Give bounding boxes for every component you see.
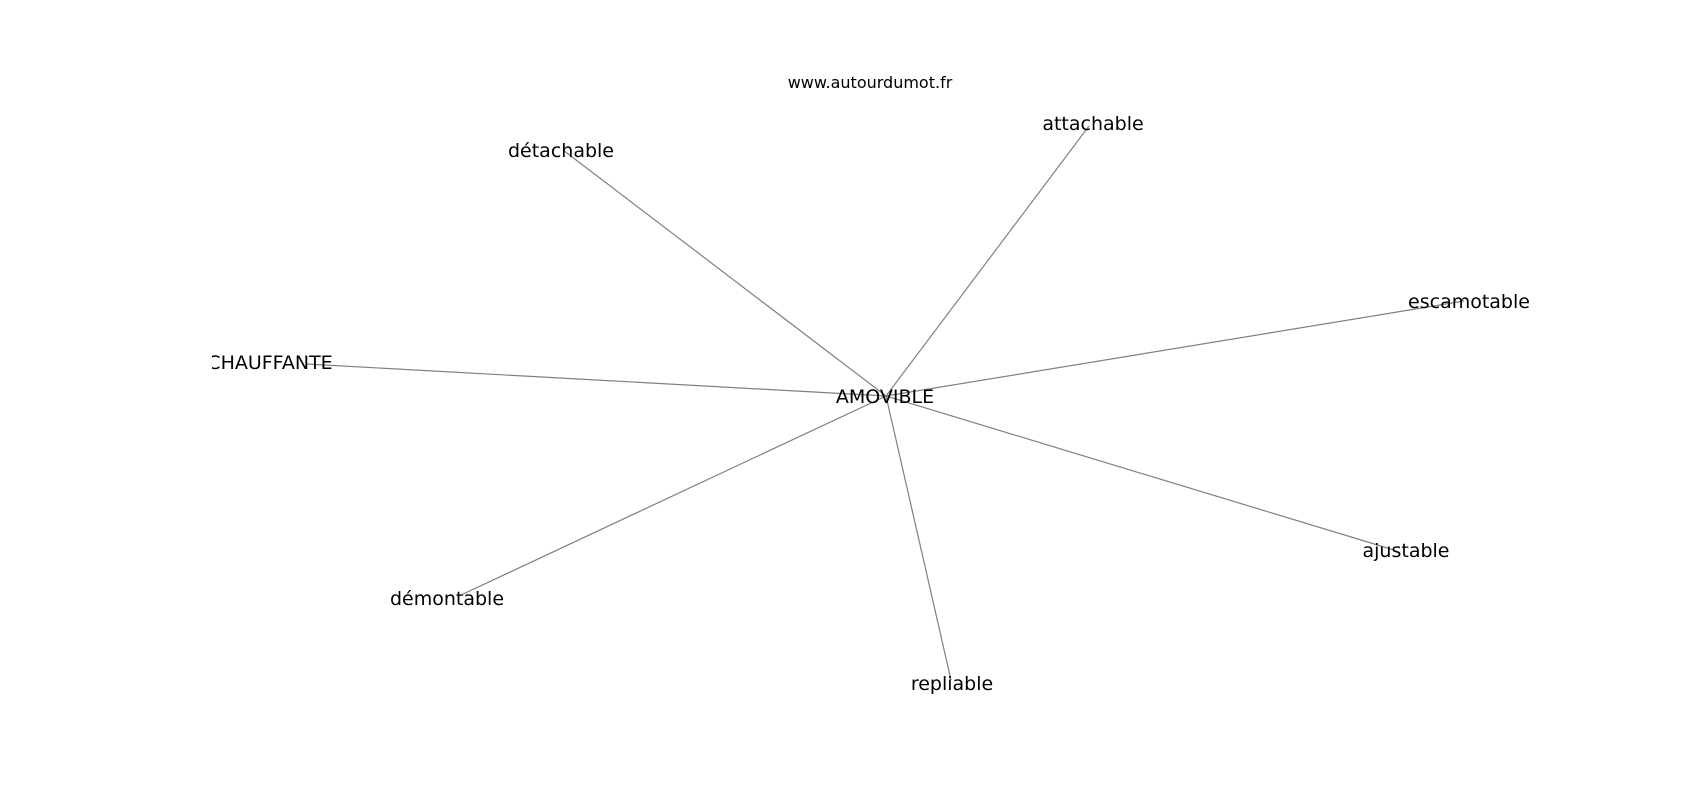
labels-group: AMOVIBLE détachable attachable escamotab… xyxy=(207,113,1530,695)
edge-amovible-detachable xyxy=(562,149,887,397)
edge-amovible-chauffante xyxy=(305,363,887,397)
center-node-label: AMOVIBLE xyxy=(836,386,934,408)
node-label-attachable: attachable xyxy=(1042,113,1143,135)
edge-amovible-repliable xyxy=(885,395,952,681)
node-label-demontable: démontable xyxy=(390,588,504,610)
node-label-escamotable: escamotable xyxy=(1408,291,1530,313)
node-label-chauffante: CHAUFFANTE xyxy=(207,352,332,374)
edge-amovible-attachable xyxy=(885,125,1090,397)
node-label-repliable: repliable xyxy=(911,673,993,695)
edges-group xyxy=(305,125,1465,681)
site-url-label: www.autourdumot.fr xyxy=(788,73,953,92)
node-label-detachable: détachable xyxy=(508,140,614,162)
edge-amovible-ajustable xyxy=(885,395,1395,551)
edge-amovible-escamotable xyxy=(885,300,1465,397)
node-label-ajustable: ajustable xyxy=(1363,540,1450,562)
edge-amovible-demontable xyxy=(458,395,887,597)
